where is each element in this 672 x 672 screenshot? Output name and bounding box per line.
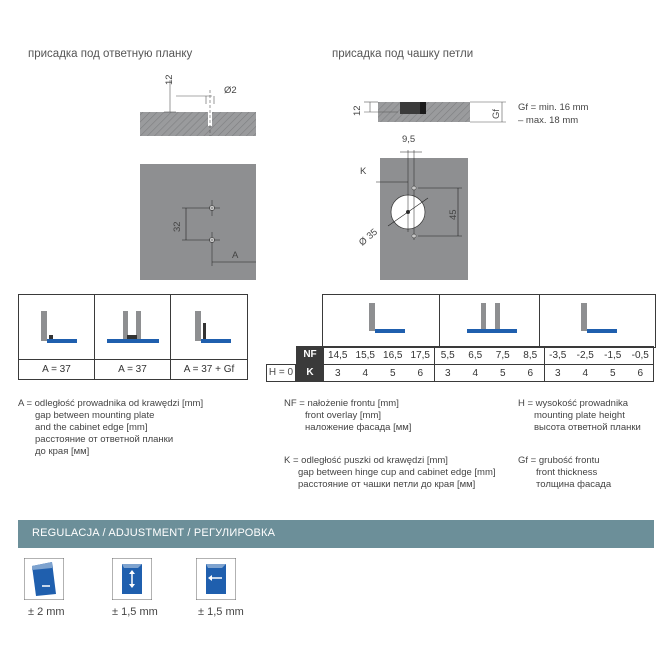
header-right: присадка под чашку петли — [332, 48, 474, 60]
right-section-view — [364, 101, 506, 123]
nf-value-cell: -0,5 — [631, 350, 649, 361]
nf-k-value-grid: 14,5 15,5 16,5 17,5 5,5 6,5 7,5 8,5 -3,5 -2,5 -1,5… — [324, 346, 654, 382]
nf-value-cell: 17,5 — [410, 350, 430, 361]
nf-value-cell: -2,5 — [576, 350, 594, 361]
height-adjust-value: ± 1,5 mm — [112, 606, 158, 618]
grid-column-divider — [544, 347, 545, 382]
depth-adjust-icon — [24, 558, 64, 600]
side-adjust-value: ± 1,5 mm — [198, 606, 244, 618]
gf-range-line1: Gf = min. 16 mm — [518, 102, 589, 113]
dim-12-left: 12 — [164, 74, 175, 85]
dim-d2: Ø2 — [224, 85, 237, 96]
nf-row-label: NF — [303, 349, 317, 360]
inset-icon — [581, 303, 617, 333]
legend-k: K = odległość puszki od krawędzi [mm] ga… — [284, 455, 496, 490]
dim-K: K — [360, 166, 367, 177]
nf-value-cell: -1,5 — [604, 350, 622, 361]
adjustment-bar: REGULACJA / ADJUSTMENT / РЕГУЛИРОВКА — [18, 520, 654, 548]
inset-icon — [195, 311, 231, 343]
dim-32: 32 — [172, 221, 183, 232]
right-icons-box — [322, 294, 656, 348]
half-overlay-icon — [467, 303, 517, 333]
h-row-label: H = 0 — [268, 367, 294, 378]
grid-row-divider — [324, 364, 654, 365]
nf-value-cell: 5,5 — [440, 350, 455, 361]
nf-value-cell: 16,5 — [383, 350, 403, 361]
table-a-value-2: A = 37 — [118, 364, 147, 375]
header-left: присадка под ответную планку — [28, 48, 193, 60]
k-value-cell: 3 — [334, 368, 341, 379]
legend-nf: NF = nałożenie frontu [mm] front overlay… — [284, 398, 412, 433]
technical-drawings — [140, 80, 506, 280]
k-row-label: K — [306, 367, 314, 378]
gf-range-line2: – max. 18 mm — [518, 115, 579, 126]
nf-value-cell: 6,5 — [468, 350, 483, 361]
k-value-cell: 6 — [417, 368, 424, 379]
dim-45: 45 — [448, 209, 459, 220]
k-value-cell: 5 — [609, 368, 616, 379]
k-value-cell: 6 — [637, 368, 644, 379]
depth-adjust-value: ± 2 mm — [28, 606, 65, 618]
left-section-view — [140, 80, 256, 136]
nf-value-cell: 7,5 — [495, 350, 510, 361]
k-value-cell: 5 — [499, 368, 506, 379]
height-adjust-icon — [112, 558, 152, 600]
half-overlay-icon — [107, 311, 159, 343]
k-value-cell: 4 — [582, 368, 589, 379]
dim-12-right: 12 — [352, 105, 363, 116]
legend-a: A = odległość prowadnika od krawędzi [mm… — [18, 398, 204, 457]
nf-value-cell: 14,5 — [328, 350, 348, 361]
nf-value-cell: 8,5 — [523, 350, 538, 361]
left-mounting-table: A = 37 A = 37 A = 37 + Gf — [18, 294, 248, 380]
k-value-cell: 3 — [444, 368, 451, 379]
k-value-cell: 6 — [527, 368, 534, 379]
grid-column-divider — [434, 347, 435, 382]
legend-gf: Gf = grubość frontu front thickness толщ… — [518, 455, 612, 490]
table-a-value-1: A = 37 — [42, 364, 71, 375]
right-front-view — [376, 150, 468, 280]
k-value-cell: 3 — [554, 368, 561, 379]
nf-value-cell: 15,5 — [355, 350, 375, 361]
mounting-type-icons — [41, 311, 231, 343]
dim-9-5: 9,5 — [402, 134, 416, 145]
left-front-view — [140, 164, 256, 280]
k-value-cell: 5 — [389, 368, 396, 379]
k-value-cell: 4 — [362, 368, 369, 379]
k-value-cell: 4 — [472, 368, 479, 379]
dim-gf: Gf — [491, 108, 502, 119]
full-overlay-icon — [41, 311, 77, 343]
side-adjust-icon — [196, 558, 236, 600]
dim-A: A — [232, 250, 239, 261]
table-a-value-3: A = 37 + Gf — [183, 364, 235, 375]
adjustment-title: REGULACJA / ADJUSTMENT / РЕГУЛИРОВКА — [32, 527, 276, 539]
legend-h: H = wysokość prowadnika mounting plate h… — [518, 398, 641, 433]
nf-value-cell: -3,5 — [549, 350, 567, 361]
full-overlay-icon — [369, 303, 405, 333]
